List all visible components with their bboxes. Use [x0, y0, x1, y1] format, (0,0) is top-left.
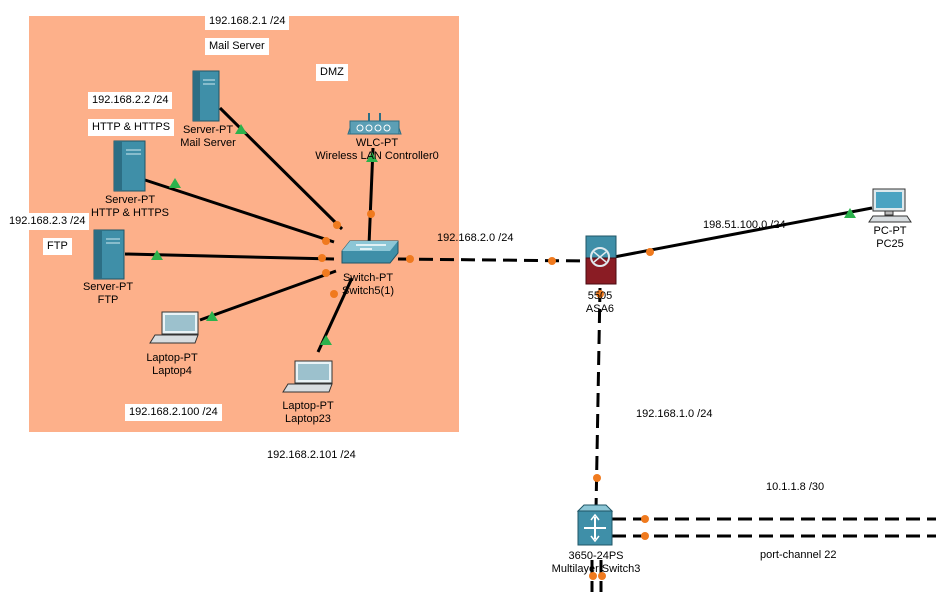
port-orange-indicator	[598, 572, 606, 580]
device-name: HTTP & HTTPS	[90, 207, 170, 219]
device-name: FTP	[97, 294, 119, 306]
ftp-ip-note: 192.168.2.3 /24	[5, 213, 90, 230]
switch-icon[interactable]	[341, 240, 399, 264]
laptop4-icon[interactable]	[149, 311, 199, 344]
link-asa-pc[interactable]	[613, 206, 873, 259]
port-orange-indicator	[641, 515, 649, 523]
port-orange-indicator	[406, 255, 414, 263]
link-asa-mls[interactable]	[594, 287, 602, 511]
link-laptop4-switch[interactable]	[199, 269, 337, 322]
mail-server-caption: Server-PT Mail Server	[170, 124, 246, 150]
device-model: Laptop-PT	[146, 352, 198, 364]
link-switch-asa[interactable]	[397, 257, 587, 263]
port-up-indicator	[320, 335, 332, 345]
device-name: Wireless LAN Controller0	[315, 150, 439, 162]
mail-server-icon[interactable]	[192, 70, 220, 122]
port-orange-indicator	[593, 474, 601, 482]
port-orange-indicator	[646, 248, 654, 256]
ftp-server-icon[interactable]	[93, 229, 125, 280]
port-up-indicator	[366, 152, 378, 162]
device-name: Laptop4	[152, 365, 192, 377]
port-orange-indicator	[596, 290, 604, 298]
device-name: Mail Server	[180, 137, 236, 149]
port-orange-indicator	[318, 254, 326, 262]
port-orange-indicator	[330, 290, 338, 298]
device-model: Server-PT	[182, 124, 234, 136]
device-model: Server-PT	[104, 194, 156, 206]
link-wlc-switch[interactable]	[367, 147, 375, 246]
laptop4-caption: Laptop-PT Laptop4	[134, 352, 210, 378]
device-model: WLC-PT	[355, 137, 399, 149]
port-orange-indicator	[367, 210, 375, 218]
port-up-indicator	[151, 250, 163, 260]
inside-network-label: 192.168.1.0 /24	[636, 408, 713, 420]
port-up-indicator	[206, 311, 218, 321]
pc-caption: PC-PT PC25	[862, 225, 918, 251]
link-http-switch[interactable]	[144, 178, 335, 244]
port-up-indicator	[235, 124, 247, 134]
mls-caption: 3650-24PS Multilayer Switch3	[546, 550, 646, 576]
device-model: Laptop-PT	[282, 400, 334, 412]
ftp-server-caption: Server-PT FTP	[70, 281, 146, 307]
http-server-caption: Server-PT HTTP & HTTPS	[85, 194, 175, 220]
http-server-icon[interactable]	[113, 140, 146, 192]
pc-icon[interactable]	[868, 188, 912, 223]
port-orange-indicator	[333, 221, 341, 229]
port-up-indicator	[169, 178, 181, 188]
device-model: 3650-24PS	[568, 550, 624, 562]
device-name: ASA6	[585, 303, 615, 315]
port-orange-indicator	[589, 572, 597, 580]
port-orange-indicator	[641, 532, 649, 540]
mail-name-note: Mail Server	[205, 38, 269, 55]
port-channel-label: port-channel 22	[760, 549, 837, 561]
http-ip-note: 192.168.2.2 /24	[88, 92, 173, 109]
wireless-controller-icon[interactable]	[347, 113, 402, 135]
ftp-name-note: FTP	[43, 238, 72, 255]
dmz-zone	[29, 16, 459, 432]
mail-ip-note: 192.168.2.1 /24	[205, 13, 290, 30]
device-name: Switch5(1)	[342, 285, 394, 297]
laptop23-caption: Laptop-PT Laptop23	[270, 400, 346, 426]
wlc-caption: WLC-PT Wireless LAN Controller0	[309, 137, 445, 163]
p2p-network-label: 10.1.1.8 /30	[766, 481, 825, 493]
port-orange-indicator	[322, 269, 330, 277]
laptop23-ip-note: 192.168.2.101 /24	[267, 449, 356, 461]
dmz-label: DMZ	[316, 64, 348, 81]
device-name: PC25	[876, 238, 904, 250]
laptop23-icon[interactable]	[282, 360, 333, 393]
asa-caption: 5505 ASA6	[576, 290, 624, 316]
device-model: Switch-PT	[342, 272, 394, 284]
device-model: 5505	[587, 290, 613, 302]
outside-network-label: 198.51.100.0 /24	[703, 219, 786, 231]
device-name: Multilayer Switch3	[551, 563, 641, 575]
multilayer-switch-icon[interactable]	[576, 504, 614, 546]
laptop4-ip-note: 192.168.2.100 /24	[125, 404, 222, 421]
port-orange-indicator	[548, 257, 556, 265]
http-name-note: HTTP & HTTPS	[88, 119, 175, 136]
asa-firewall-icon[interactable]	[585, 235, 617, 285]
switch-caption: Switch-PT Switch5(1)	[330, 272, 406, 298]
port-up-indicator	[844, 208, 856, 218]
port-orange-indicator	[322, 237, 330, 245]
device-model: PC-PT	[873, 225, 907, 237]
device-model: Server-PT	[82, 281, 134, 293]
device-name: Laptop23	[285, 413, 331, 425]
dmz-network-label: 192.168.2.0 /24	[437, 232, 514, 244]
